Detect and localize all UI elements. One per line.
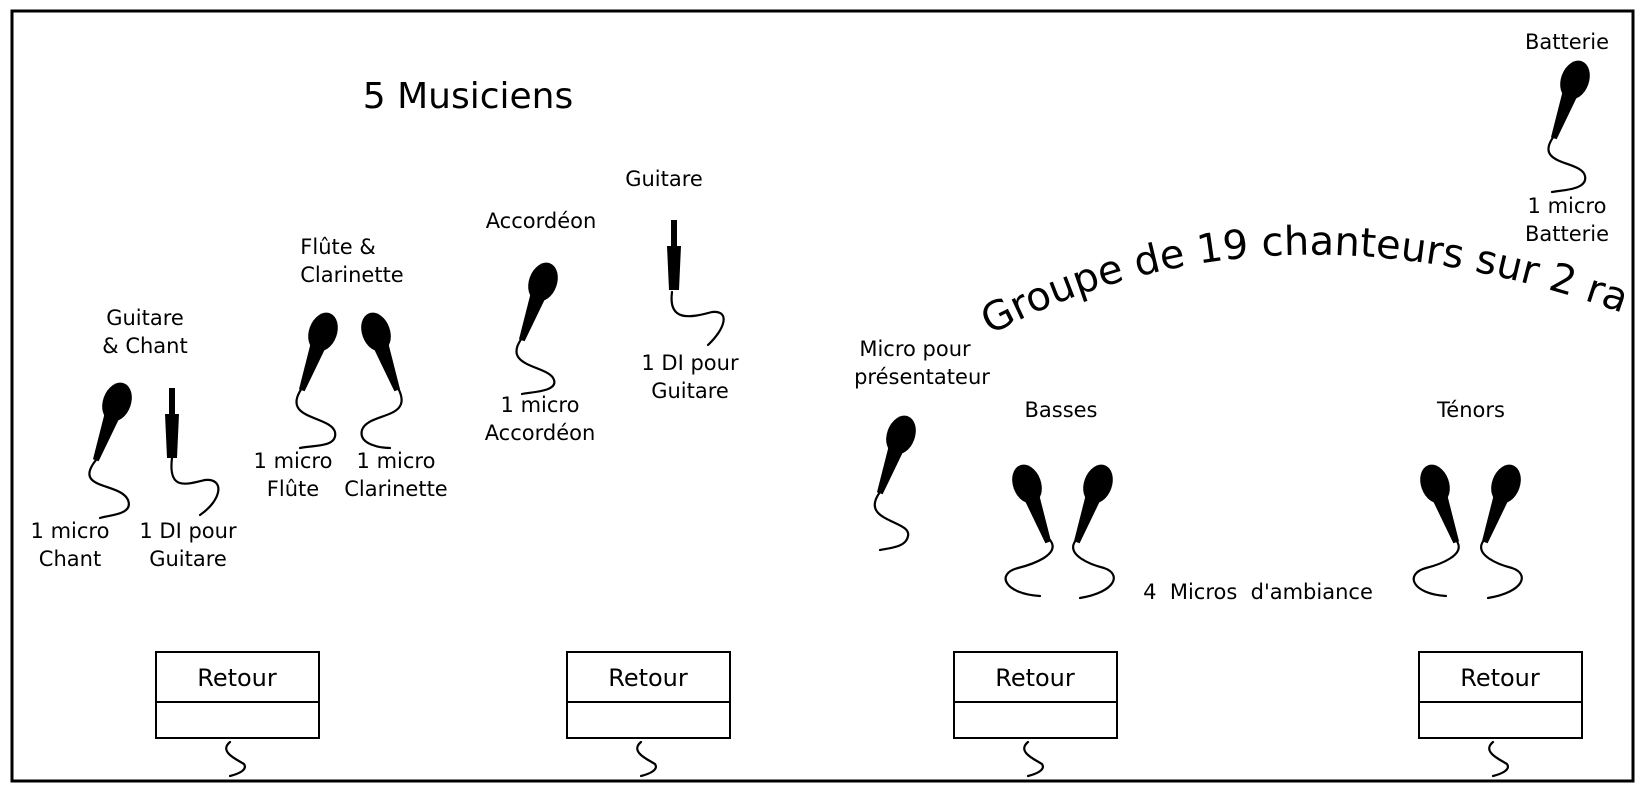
group-tenors: Ténors bbox=[1412, 398, 1526, 600]
mic-label-line: Flûte bbox=[267, 477, 319, 501]
di-box-icon bbox=[667, 220, 681, 290]
microphone-icon bbox=[1007, 460, 1062, 548]
singers-title: Groupe de 19 chanteurs sur 2 rangs bbox=[0, 0, 1634, 344]
group-flute-clarinette: Flûte & Clarinette 1 micro Flûte 1 micro… bbox=[254, 235, 448, 501]
group-accordeon: Accordéon 1 micro Accordéon bbox=[485, 209, 597, 445]
microphone-icon bbox=[1540, 56, 1595, 144]
mic-label-line: Chant bbox=[39, 547, 101, 571]
group-presentateur: Micro pour présentateur bbox=[854, 337, 990, 552]
monitor-label: Retour bbox=[608, 664, 688, 692]
group-basses: Basses bbox=[1004, 398, 1118, 600]
monitor-label: Retour bbox=[995, 664, 1075, 692]
monitor-speaker-icon: Retour bbox=[566, 651, 731, 778]
microphone-icon bbox=[1415, 460, 1470, 548]
svg-text:& Chant: & Chant bbox=[102, 334, 187, 358]
mic-cable bbox=[1072, 538, 1115, 600]
group-title-line: Micro pour bbox=[859, 337, 971, 361]
mic-cable bbox=[1480, 538, 1523, 600]
microphone-icon bbox=[1471, 460, 1526, 548]
di-label-line: 1 DI pour bbox=[641, 351, 739, 375]
di-label-line: 1 DI pour bbox=[139, 519, 237, 543]
di-label-line: Guitare bbox=[651, 379, 729, 403]
monitor-cable bbox=[1023, 740, 1044, 778]
microphone-icon bbox=[82, 378, 137, 466]
monitor-cable bbox=[1488, 740, 1509, 778]
di-cable bbox=[670, 290, 725, 347]
group-guitare: Guitare 1 DI pour Guitare bbox=[625, 167, 739, 403]
group-title-line: Clarinette bbox=[300, 263, 403, 287]
group-title: Accordéon bbox=[486, 209, 597, 233]
mic-label-line: Clarinette bbox=[344, 477, 447, 501]
mic-cable bbox=[515, 336, 556, 396]
monitor-label: Retour bbox=[1460, 664, 1540, 692]
group-title-line: & Chant bbox=[102, 334, 187, 358]
group-title-line: Guitare bbox=[106, 306, 184, 330]
di-label-line: Guitare bbox=[149, 547, 227, 571]
mic-cable bbox=[1412, 538, 1460, 598]
mic-label-line: 1 micro bbox=[254, 449, 333, 473]
group-guitare-chant: Guitare & Chant 1 micro Chant 1 DI pour … bbox=[31, 306, 237, 571]
group-title: Basses bbox=[1024, 398, 1097, 422]
microphone-icon bbox=[508, 258, 563, 346]
mic-cable bbox=[88, 458, 130, 520]
monitor-cable bbox=[636, 740, 657, 778]
ambiance-label: 4 Micros d'ambiance bbox=[1143, 580, 1373, 604]
group-title: Batterie bbox=[1525, 30, 1609, 54]
monitor-speaker-icon: Retour bbox=[1418, 651, 1583, 778]
diagram-frame bbox=[10, 9, 1635, 783]
group-title: Ténors bbox=[1436, 398, 1505, 422]
group-title-line: présentateur bbox=[854, 365, 990, 389]
mic-cable bbox=[295, 386, 337, 450]
mic-label-line: 1 micro bbox=[1528, 194, 1607, 218]
group-batterie: Batterie 1 micro Batterie bbox=[1525, 30, 1609, 246]
mic-cable bbox=[1547, 134, 1587, 194]
monitor-speaker-icon: Retour bbox=[953, 651, 1118, 778]
microphone-icon bbox=[1063, 460, 1118, 548]
mic-label-line: 1 micro bbox=[357, 449, 436, 473]
mic-label-line: 1 micro bbox=[501, 393, 580, 417]
monitor-speaker-icon: Retour bbox=[155, 651, 320, 778]
group-title-line: Flûte & bbox=[300, 235, 375, 259]
svg-text:Guitare: Guitare bbox=[106, 306, 184, 330]
mic-cable bbox=[873, 490, 910, 552]
monitor-cable bbox=[225, 740, 246, 778]
di-cable bbox=[170, 456, 220, 517]
di-box-icon bbox=[165, 388, 179, 458]
mic-cable bbox=[1004, 538, 1054, 598]
mic-label-line: Batterie bbox=[1525, 222, 1609, 246]
microphone-icon bbox=[866, 411, 921, 499]
group-title: Guitare bbox=[625, 167, 703, 191]
monitor-label: Retour bbox=[197, 664, 277, 692]
page-title: 5 Musiciens bbox=[363, 76, 574, 117]
microphone-icon bbox=[288, 308, 343, 396]
mic-cable bbox=[360, 386, 403, 450]
microphone-icon bbox=[356, 308, 411, 396]
mic-label-line: 1 micro bbox=[31, 519, 110, 543]
mic-label-line: Accordéon bbox=[485, 421, 596, 445]
